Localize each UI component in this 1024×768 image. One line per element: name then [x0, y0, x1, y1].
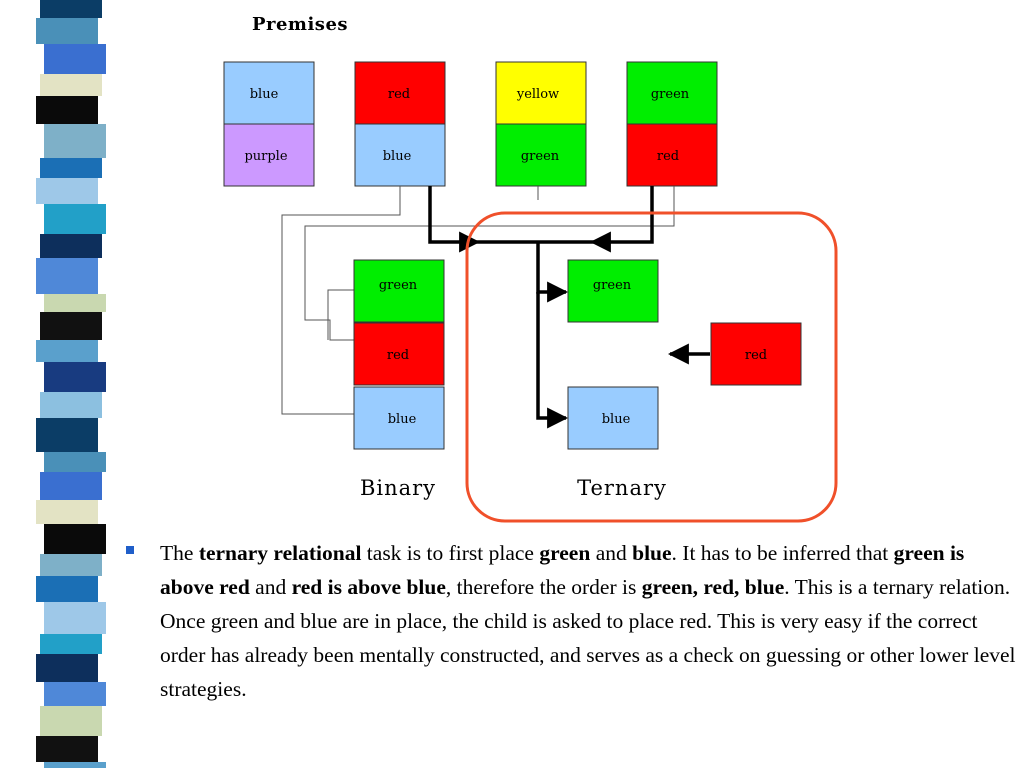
- stripe-segment: [44, 362, 106, 392]
- stripe-segment: [40, 158, 102, 178]
- ternary-pending-box: [710, 322, 802, 386]
- premise-2-top-box: [354, 61, 446, 125]
- stripe-segment: [44, 124, 106, 158]
- stripe-segment: [44, 682, 106, 706]
- premise-1-bottom-label: purple: [244, 149, 287, 164]
- body-text-segment: . It has to be inferred that: [671, 541, 894, 565]
- ternary-pending-label: red: [745, 348, 767, 363]
- ternary-box-bottom-label: blue: [602, 412, 631, 427]
- stripe-segment: [44, 602, 106, 634]
- binary-box-middle: [353, 322, 445, 386]
- bullet-marker: [122, 542, 136, 556]
- body-text-segment: , therefore the order is: [445, 575, 642, 599]
- ternary-connectors: [428, 186, 710, 429]
- body-bold-segment: green, red, blue: [641, 575, 785, 599]
- ternary-caption: Ternary: [577, 476, 667, 500]
- stripe-segment: [44, 762, 106, 768]
- binary-box-middle-label: red: [387, 348, 409, 363]
- premise-4-top-box: [626, 61, 718, 125]
- body-text-segment: . This is a ternary relation. Once green…: [160, 575, 1016, 701]
- ternary-box-top-label: green: [593, 278, 632, 293]
- binary-connectors: [281, 186, 675, 415]
- body-paragraph: The ternary relational task is to first …: [160, 536, 1020, 706]
- premise-pair-4: green red: [626, 61, 718, 187]
- stripe-segment: [36, 736, 98, 762]
- premise-2-top-label: red: [388, 87, 410, 102]
- stripe-segment: [40, 0, 102, 18]
- ternary-box-bottom: [567, 386, 659, 450]
- stripe-segment: [40, 554, 102, 576]
- binary-box-top: [353, 259, 445, 323]
- stripe-segment: [36, 500, 98, 524]
- stripe-segment: [40, 312, 102, 340]
- premise-pair-1: blue purple: [223, 61, 315, 187]
- decorative-stripe: [0, 0, 106, 768]
- stripe-segment: [44, 452, 106, 472]
- binary-caption: Binary: [360, 476, 436, 500]
- stripe-segment: [40, 634, 102, 654]
- stripe-segment: [36, 178, 98, 204]
- body-bold-segment: green is above red: [160, 541, 965, 599]
- body-text-segment: task is to first place: [361, 541, 540, 565]
- stripe-segment: [36, 18, 98, 44]
- ternary-box-top: [567, 259, 659, 323]
- square-bullet-icon: [126, 546, 134, 554]
- stripe-segment: [44, 294, 106, 312]
- stripe-segment: [44, 524, 106, 554]
- stripe-segment: [36, 96, 98, 124]
- premise-4-bottom-box: [626, 123, 718, 187]
- stripe-segment: [40, 234, 102, 258]
- stripe-segment: [36, 576, 98, 602]
- premise-4-top-label: green: [651, 87, 690, 102]
- premise-1-top-label: blue: [250, 87, 279, 102]
- premise-4-bottom-label: red: [657, 149, 679, 164]
- stripe-margin: [0, 0, 36, 768]
- binary-box-bottom-label: blue: [388, 412, 417, 427]
- premise-2-bottom-label: blue: [383, 149, 412, 164]
- stripe-segment: [36, 258, 98, 294]
- premise-pair-2: red blue: [354, 61, 446, 187]
- stripe-segment: [36, 340, 98, 362]
- premises-title: Premises: [252, 14, 348, 35]
- body-text-segment: The: [160, 541, 199, 565]
- body-text-segment: and: [590, 541, 633, 565]
- stripe-segment: [40, 74, 102, 96]
- premise-1-top-box: [223, 61, 315, 125]
- stripe-segment: [40, 392, 102, 418]
- stripe-segment: [44, 44, 106, 74]
- body-bold-segment: green: [539, 541, 591, 565]
- binary-box-top-label: green: [379, 278, 418, 293]
- premise-2-bottom-box: [354, 123, 446, 187]
- ternary-highlight-outline: [465, 211, 838, 523]
- stripe-segment: [36, 654, 98, 682]
- body-bold-segment: blue: [632, 541, 672, 565]
- premise-3-top-label: yellow: [516, 87, 559, 102]
- premise-1-bottom-box: [223, 123, 315, 187]
- stripe-segment: [36, 418, 98, 452]
- stripe-segment: [40, 472, 102, 500]
- stripe-segment: [44, 204, 106, 234]
- premise-3-bottom-box: [495, 123, 587, 187]
- binary-box-bottom: [353, 386, 445, 450]
- premise-3-bottom-label: green: [521, 149, 560, 164]
- body-bold-segment: ternary relational: [198, 541, 362, 565]
- body-bold-segment: red is above blue: [291, 575, 446, 599]
- stripe-segment: [40, 706, 102, 736]
- premise-pair-3: yellow green: [495, 61, 587, 187]
- body-text-segment: and: [249, 575, 292, 599]
